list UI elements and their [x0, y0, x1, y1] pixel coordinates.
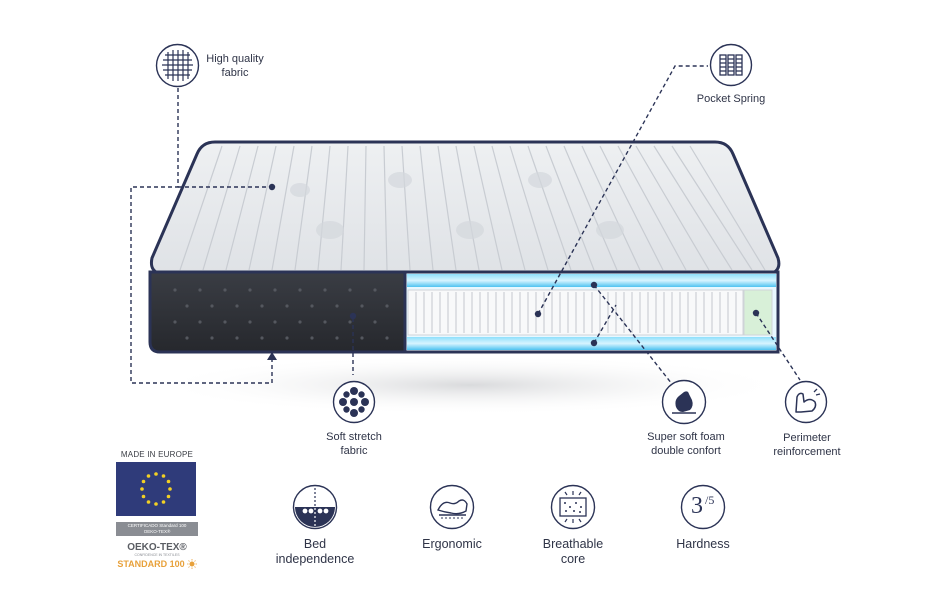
tufting-dots [173, 288, 389, 340]
label-line-1: Perimeter [783, 432, 831, 444]
label-perimeter-reinforcement: Perimeter reinforcement [762, 431, 852, 459]
label-line-1: Super soft foam [647, 431, 725, 443]
hardness-scale: /5 [705, 493, 715, 507]
label-line-1: Bed [303, 537, 327, 551]
certificate-sub: OEKO-TEX® [143, 529, 171, 534]
bed-independence-icon [292, 484, 338, 530]
certificate-strip: CERTIFICADO Standard 100 OEKO-TEX® [116, 522, 198, 536]
label-line-2: reinforcement [773, 446, 841, 458]
label-hardness: Hardness [676, 537, 730, 551]
label-line-1: Breathable [542, 537, 604, 551]
stretch-fabric-icon [332, 380, 376, 424]
floor-shadow [150, 355, 790, 415]
ergonomic-icon [429, 484, 475, 530]
oeko-tex-sub: CONFIDENCE IN TEXTILES [134, 553, 180, 557]
mattress-side [148, 270, 407, 354]
hardness-icon: 3 /5 [680, 484, 726, 530]
oeko-tex-title: OEKO-TEX® [127, 542, 187, 553]
hand-press-icon [661, 379, 707, 425]
label-line-2: double confort [651, 445, 721, 457]
label-super-soft-foam: Super soft foam double confort [638, 430, 734, 458]
label-pocket-spring: Pocket Spring [696, 93, 766, 105]
label-line-2: independence [275, 552, 355, 566]
certificate-line: CERTIFICADO Standard 100 [127, 523, 187, 528]
label-line-1: High quality [206, 53, 264, 65]
label-line-2: core [560, 552, 586, 566]
arm-muscle-icon [784, 380, 828, 424]
callout-dots [267, 183, 760, 360]
sun-icon [186, 559, 197, 569]
mattress-top [150, 140, 781, 276]
cross-section [403, 270, 780, 354]
breathable-icon [550, 484, 596, 530]
quilting-channels [179, 145, 766, 271]
label-high-quality-fabric: High quality fabric [200, 52, 270, 80]
oeko-tex-logo: OEKO-TEX® CONFIDENCE IN TEXTILES STANDAR… [116, 542, 198, 570]
fabric-grid-icon [155, 43, 200, 88]
label-bed-independence: Bed independence [265, 537, 365, 567]
hardness-value: 3 [691, 493, 703, 519]
label-line-2: fabric [221, 67, 249, 79]
standard-100-label: STANDARD 100 [117, 559, 185, 569]
made-in-europe-label: MADE IN EUROPE [120, 450, 194, 459]
label-line-1: Soft stretch [326, 431, 382, 443]
callout-lines [130, 65, 801, 399]
label-ergonomic: Ergonomic [422, 537, 482, 551]
eu-flag [116, 462, 196, 516]
label-soft-stretch-fabric: Soft stretch fabric [314, 430, 394, 458]
label-breathable-core: Breathable core [530, 537, 616, 567]
label-line-2: fabric [340, 445, 368, 457]
spring-icon [709, 43, 753, 87]
